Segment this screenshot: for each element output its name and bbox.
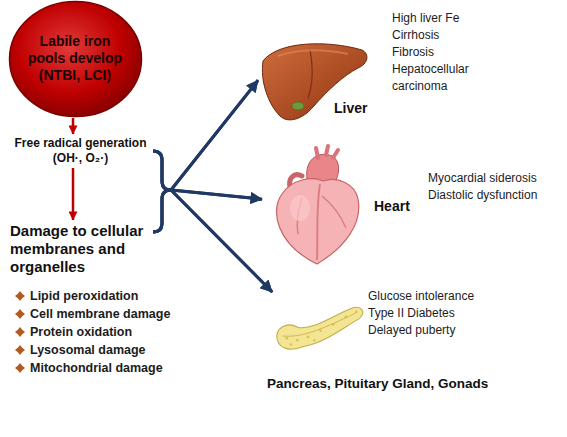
heart-finding: Diastolic dysfunction [428,187,563,204]
heart-organ: Heart [262,148,414,266]
node-text: Heart [374,198,416,214]
free-radical-step: Free radical generation (OH·, O₂·) [8,134,153,168]
cascade-arrow [72,118,75,134]
organ-arrow [153,151,262,199]
damage-item: Protein oxidation [30,324,200,341]
node-text: Pancreas, Pituitary Gland, Gonads [267,376,535,392]
organ-arrow [153,80,258,190]
endocrine-finding: Glucose intolerance [368,288,518,305]
organ-arrow [153,151,272,292]
bullet-diamonds [15,291,25,373]
liver-finding: Cirrhosis [392,27,512,44]
organ-arrow [153,80,258,232]
damage-item: Mitochondrial damage [30,360,200,377]
liver-finding: High liver Fe [392,10,512,27]
organ-arrow [153,190,272,292]
liver-finding: Hepatocellular carcinoma [392,61,487,95]
liver-finding: Fibrosis [392,44,512,61]
damage-step: Damage to cellular membranes and organel… [8,220,153,278]
cascade-arrow [72,168,75,220]
liver-organ: Liver [258,36,370,128]
heart-finding: Myocardial siderosis [428,170,563,187]
node-text: Labile iron pools develop (NTBI, LCI) [25,33,125,84]
damage-item: Cell membrane damage [30,306,200,323]
damage-item: Lysosomal damage [30,342,200,359]
damage-item: Lipid peroxidation [30,288,200,305]
node-text: Damage to cellular membranes and organel… [10,222,153,276]
endocrine-finding: Type II Diabetes [368,305,518,322]
pancreas-drawing [272,298,367,356]
iron-pool-circle: Labile iron pools develop (NTBI, LCI) [8,0,143,118]
endocrine-finding: Delayed puberty [368,322,518,339]
node-text: Liver [334,100,374,116]
node-text: Free radical generation (OH·, O₂·) [8,136,153,166]
